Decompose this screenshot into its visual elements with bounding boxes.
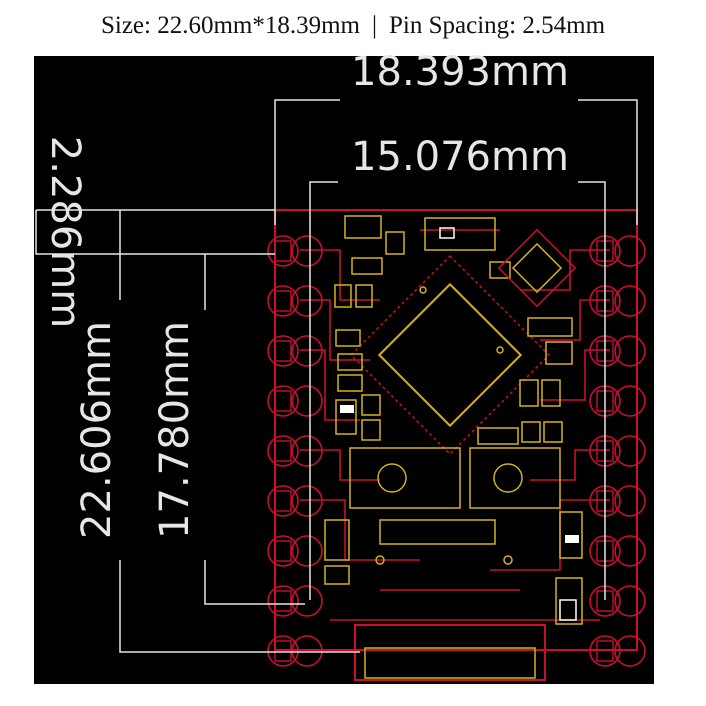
right-pin-pad <box>614 235 646 267</box>
header-title: Size: 22.60mm*18.39mm | Pin Spacing: 2.5… <box>0 0 706 52</box>
left-pin-pad <box>267 435 299 467</box>
right-pin-pad <box>614 535 646 567</box>
left-pin-pad <box>267 635 299 667</box>
right-pin-pad <box>614 335 646 367</box>
height-inner-label: 17.780mm <box>152 321 198 539</box>
right-pin-pad <box>614 285 646 317</box>
size-text: Size: 22.60mm*18.39mm <box>100 12 361 39</box>
left-pin-pad <box>267 485 299 517</box>
left-pin-pad <box>291 335 323 367</box>
right-pin-pad <box>614 635 646 667</box>
left-pin-pad-square <box>274 640 292 662</box>
left-pin-pad-square <box>274 240 292 262</box>
left-pin-pad-square <box>274 540 292 562</box>
left-pin-pad <box>267 335 299 367</box>
left-pin-pad <box>291 635 323 667</box>
right-pin-pad <box>589 635 621 667</box>
left-pin-pad <box>267 285 299 317</box>
right-pin-pad <box>614 435 646 467</box>
led-markers <box>340 405 579 621</box>
height-outer-label: 22.606mm <box>74 321 120 539</box>
diamond-component <box>497 228 577 308</box>
width-outer-label: 18.393mm <box>351 49 569 95</box>
board-outline <box>274 209 638 651</box>
left-pin-pad <box>291 585 323 617</box>
usb-connector-silk <box>364 647 536 679</box>
top-offset-label: 2.286mm <box>42 136 88 328</box>
components <box>324 215 583 625</box>
width-inner-label: 15.076mm <box>351 134 569 180</box>
right-pin-pad <box>614 585 646 617</box>
left-pin-pad-square <box>274 340 292 362</box>
left-pin-pad-square <box>274 390 292 412</box>
left-pin-pads <box>267 235 323 667</box>
left-pin-pad <box>291 485 323 517</box>
left-pin-pad <box>291 235 323 267</box>
left-pin-pad <box>291 535 323 567</box>
pin-spacing-text: Pin Spacing: 2.54mm <box>389 12 606 39</box>
header-separator: | <box>372 12 378 39</box>
left-pin-pad-square <box>274 490 292 512</box>
left-pin-pad <box>291 285 323 317</box>
left-pin-pad <box>291 435 323 467</box>
left-pin-pad <box>291 385 323 417</box>
left-pin-pad-square <box>274 290 292 312</box>
left-pin-pad <box>267 235 299 267</box>
left-pin-pad <box>267 385 299 417</box>
left-pin-pad-square <box>274 440 292 462</box>
right-pin-pad <box>614 485 646 517</box>
left-pin-pad <box>267 585 299 617</box>
left-pin-pad <box>267 535 299 567</box>
left-pin-pad-square <box>274 590 292 612</box>
dimension-lines <box>35 99 638 653</box>
right-pin-pad-square <box>596 640 614 662</box>
crystal-and-holes <box>375 286 523 565</box>
mcu-chip <box>349 254 551 456</box>
right-pin-pad <box>614 385 646 417</box>
